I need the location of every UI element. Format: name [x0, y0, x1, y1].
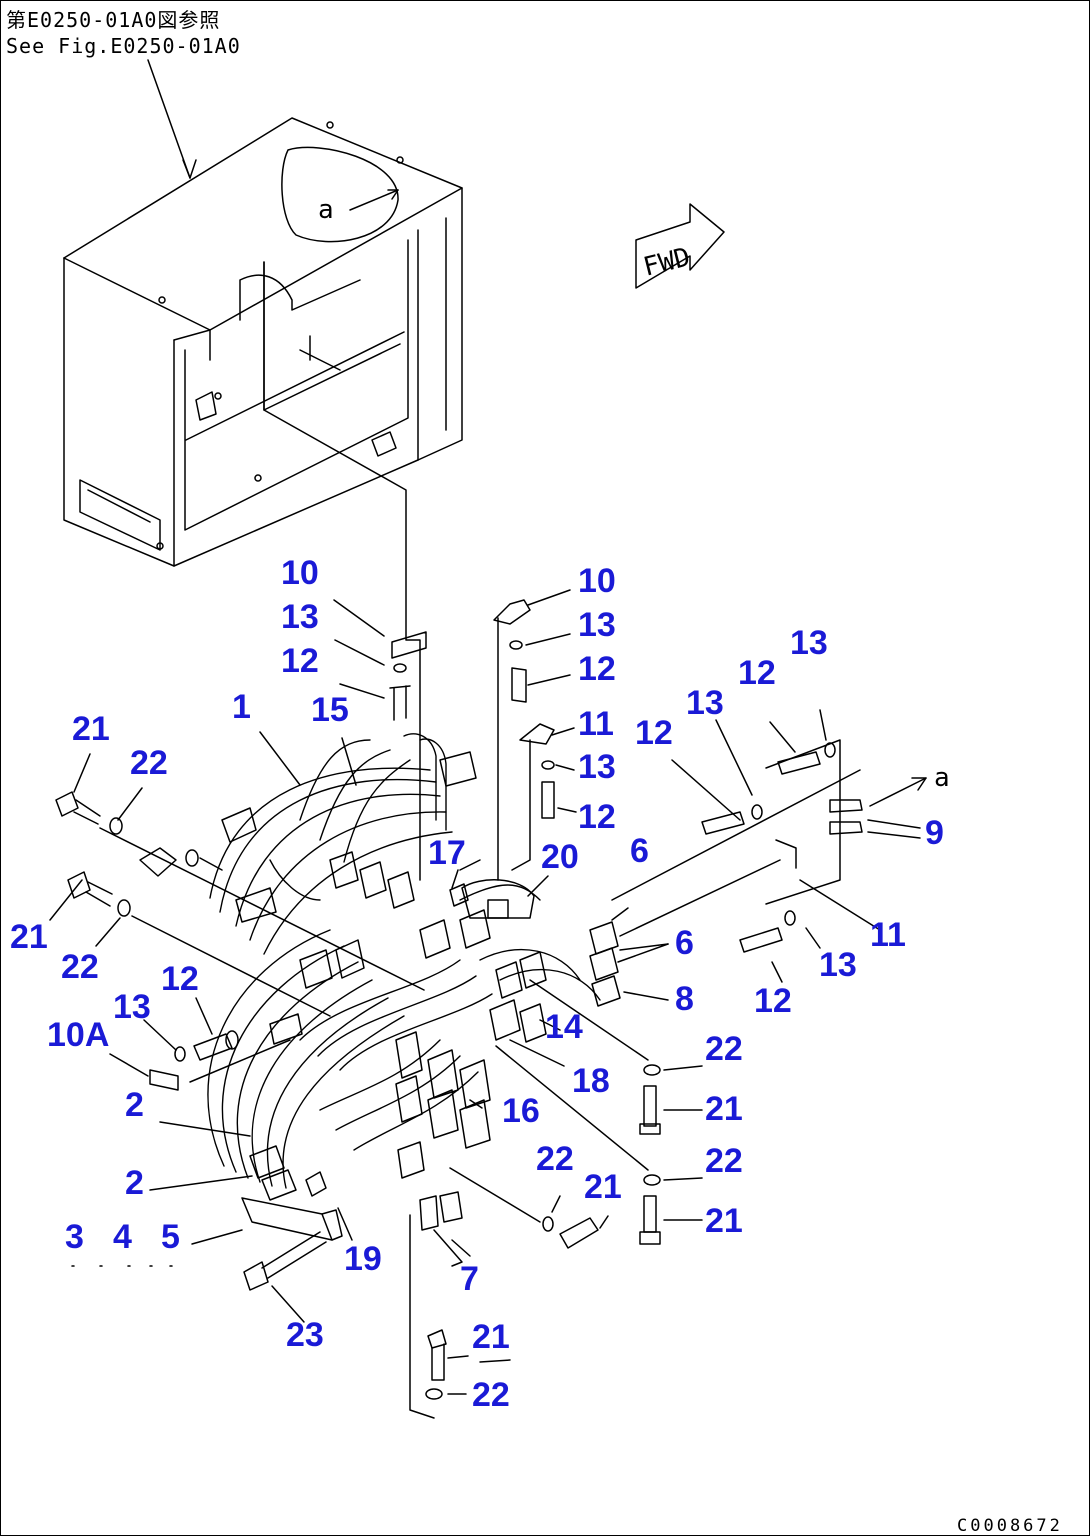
assembly-centerlines [263, 261, 531, 1419]
callout-22: 22 [536, 1140, 574, 1178]
callout-22: 22 [472, 1376, 510, 1414]
svg-text:a: a [318, 195, 334, 225]
callout-21: 21 [10, 918, 48, 956]
callout-21: 21 [472, 1318, 510, 1356]
callout-12: 12 [281, 642, 319, 680]
callout-18: 18 [572, 1062, 610, 1100]
callout-21: 21 [705, 1202, 743, 1240]
callout-11: 11 [578, 705, 614, 743]
callout-11: 11 [870, 916, 906, 954]
callout-12: 12 [578, 650, 616, 688]
callout-9: 9 [925, 814, 944, 852]
callout-20: 20 [541, 838, 579, 876]
callout-10a: 10A [47, 1016, 110, 1054]
reference-english: See Fig.E0250-01A0 [6, 34, 241, 58]
callout-13: 13 [578, 748, 616, 786]
callout-21: 21 [72, 710, 110, 748]
callout-12: 12 [754, 982, 792, 1020]
callout-14: 14 [545, 1008, 583, 1046]
callout-23: 23 [286, 1316, 324, 1354]
right-bracket-hardware [493, 589, 577, 819]
callout-22: 22 [705, 1142, 743, 1180]
callout-17: 17 [428, 834, 466, 872]
callout-22: 22 [61, 948, 99, 986]
callout-21: 21 [584, 1168, 622, 1206]
callout-22: 22 [130, 744, 168, 782]
callout-13: 13 [819, 946, 857, 984]
callout-2: 2 [125, 1086, 144, 1124]
callout-22: 22 [705, 1030, 743, 1068]
side-bracket-hardware [611, 709, 921, 983]
reference-leader [147, 59, 197, 179]
connector-blocks [221, 751, 547, 1267]
left-bracket-hardware [333, 599, 427, 721]
svg-text:a: a [934, 763, 950, 793]
view-marker-a: a a [318, 195, 950, 807]
drawing-code: C0008672 [957, 1516, 1063, 1536]
callout-12: 12 [578, 798, 616, 836]
forward-arrow-icon: FWD [635, 203, 725, 289]
callout-5: 5 [161, 1218, 180, 1256]
callout-10: 10 [281, 554, 319, 592]
callout-13: 13 [578, 606, 616, 644]
callout-2: 2 [125, 1164, 144, 1202]
callout-12: 12 [738, 654, 776, 692]
callout-19: 19 [344, 1240, 382, 1278]
callout-13: 13 [113, 988, 151, 1026]
bottom-fasteners [425, 1329, 511, 1400]
callout-8: 8 [675, 980, 694, 1018]
callout-4: 4 [113, 1218, 132, 1256]
callout-12: 12 [161, 960, 199, 998]
callout-7: 7 [460, 1260, 479, 1298]
left-fasteners [49, 753, 425, 1017]
callout-13: 13 [281, 598, 319, 636]
reference-japanese: 第E0250-01A0図参照 [6, 8, 221, 32]
callout-13: 13 [790, 624, 828, 662]
callout-3: 3 [65, 1218, 84, 1256]
callout-1: 1 [232, 688, 251, 726]
callout-16: 16 [502, 1092, 540, 1130]
svg-text:FWD: FWD [640, 242, 693, 282]
callout-10: 10 [578, 562, 616, 600]
callout-12: 12 [635, 714, 673, 752]
cab-enclosure [63, 117, 463, 567]
right-fasteners [449, 979, 703, 1249]
lower-left-parts [71, 1121, 353, 1323]
callout-21: 21 [705, 1090, 743, 1128]
callout-6: 6 [675, 924, 694, 962]
callout-13: 13 [686, 684, 724, 722]
bracket-10a-hardware [109, 997, 291, 1091]
callout-15: 15 [311, 691, 349, 729]
callout-6: 6 [630, 832, 649, 870]
callout-leaders [259, 731, 565, 1257]
relay-group [449, 859, 669, 1007]
